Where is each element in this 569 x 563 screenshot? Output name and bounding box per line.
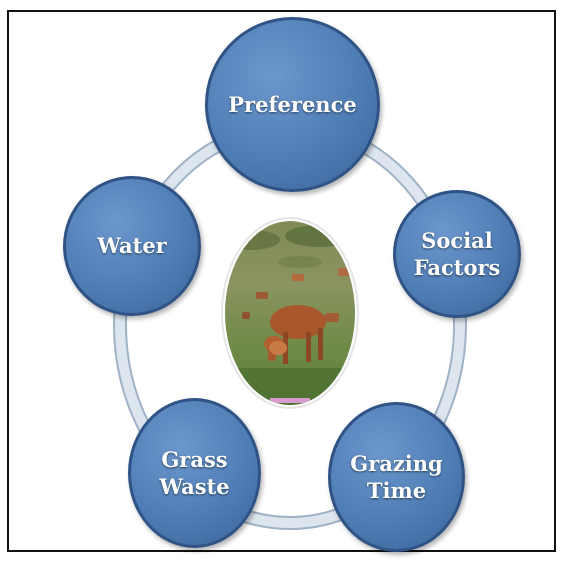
node-social-factors: Social Factors: [393, 190, 521, 318]
node-grazing-time: Grazing Time: [328, 402, 465, 552]
figure-frame: [7, 10, 556, 552]
node-water: Water: [63, 176, 201, 316]
node-preference: Preference: [205, 17, 380, 192]
node-label-grass-waste: Grass Waste: [159, 446, 230, 499]
node-label-social-factors: Social Factors: [413, 227, 501, 280]
node-label-water: Water: [97, 233, 167, 259]
node-label-preference: Preference: [228, 91, 357, 117]
node-label-grazing-time: Grazing Time: [350, 450, 443, 503]
node-grass-waste: Grass Waste: [128, 398, 261, 548]
cattle-grazing-photo: [221, 217, 359, 409]
